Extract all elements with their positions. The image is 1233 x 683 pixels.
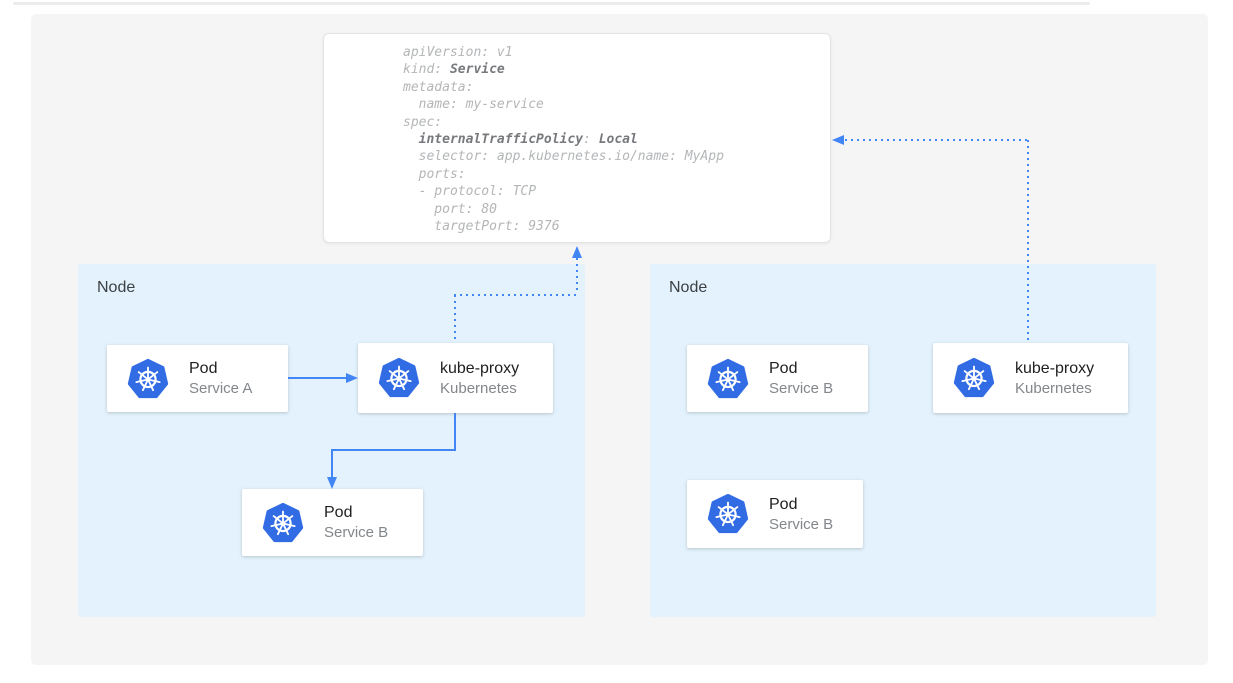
kubernetes-logo-icon bbox=[706, 357, 750, 401]
pod-card-service-b-right-top: Pod Service B bbox=[687, 345, 868, 412]
node-box-right: Node Pod Service B kube-proxy Kubernetes… bbox=[650, 264, 1156, 617]
kubernetes-logo-icon bbox=[126, 357, 170, 401]
card-subtitle: Kubernetes bbox=[1015, 379, 1092, 397]
top-divider bbox=[13, 2, 1090, 5]
card-title: Pod bbox=[769, 495, 798, 513]
card-subtitle: Service B bbox=[324, 524, 389, 541]
code-line: ports: bbox=[403, 166, 466, 182]
arrowhead-left-icon bbox=[832, 134, 844, 145]
dotted-line bbox=[454, 294, 578, 296]
code-line: - protocol: TCP bbox=[403, 184, 537, 200]
dotted-line bbox=[576, 258, 578, 294]
node-box-left: Node Pod Service A kube-proxy Kubernetes… bbox=[78, 264, 585, 617]
card-subtitle: Service B bbox=[769, 515, 834, 533]
card-subtitle: Kubernetes bbox=[440, 379, 517, 397]
dotted-line bbox=[1027, 140, 1029, 343]
code-line: targetPort: 9376 bbox=[403, 219, 560, 235]
code-line: internalTrafficPolicy: Local bbox=[418, 132, 638, 148]
node-label: Node bbox=[669, 279, 708, 296]
card-subtitle: Service B bbox=[769, 380, 834, 397]
kubernetes-logo-icon bbox=[952, 356, 996, 400]
card-title: kube-proxy bbox=[1015, 359, 1095, 377]
kubernetes-logo-icon bbox=[706, 492, 750, 536]
card-subtitle: Service A bbox=[189, 380, 253, 397]
node-label: Node bbox=[97, 279, 136, 296]
code-line: metadata: bbox=[403, 79, 474, 95]
arrow-line bbox=[331, 449, 333, 478]
arrowhead-down-icon bbox=[326, 477, 337, 489]
kube-proxy-card-left: kube-proxy Kubernetes bbox=[358, 343, 553, 413]
kubernetes-logo-icon bbox=[261, 501, 305, 545]
code-line: port: 80 bbox=[403, 201, 497, 217]
code-line: kind: Service bbox=[403, 62, 505, 78]
arrowhead-up-icon bbox=[571, 246, 582, 258]
pod-card-service-a: Pod Service A bbox=[107, 345, 288, 412]
dotted-line bbox=[845, 139, 1029, 141]
code-line: spec: bbox=[403, 114, 443, 130]
card-title: Pod bbox=[769, 360, 798, 377]
arrow-line bbox=[331, 449, 456, 451]
card-title: Pod bbox=[324, 504, 353, 521]
arrowhead-right-icon bbox=[346, 372, 358, 383]
card-title: Pod bbox=[189, 360, 218, 377]
code-line: name: my-service bbox=[403, 97, 544, 113]
kubernetes-logo-icon bbox=[377, 356, 421, 400]
code-line: selector: app.kubernetes.io/name: MyApp bbox=[403, 149, 724, 165]
dotted-line bbox=[454, 295, 456, 343]
kube-proxy-card-right: kube-proxy Kubernetes bbox=[933, 343, 1128, 413]
card-title: kube-proxy bbox=[440, 359, 520, 377]
arrow-line bbox=[454, 413, 456, 450]
code-line: apiVersion: v1 bbox=[403, 45, 513, 60]
pod-card-service-b-right-bottom: Pod Service B bbox=[687, 480, 863, 548]
arrow-line bbox=[288, 377, 348, 379]
pod-card-service-b-left: Pod Service B bbox=[242, 489, 423, 556]
